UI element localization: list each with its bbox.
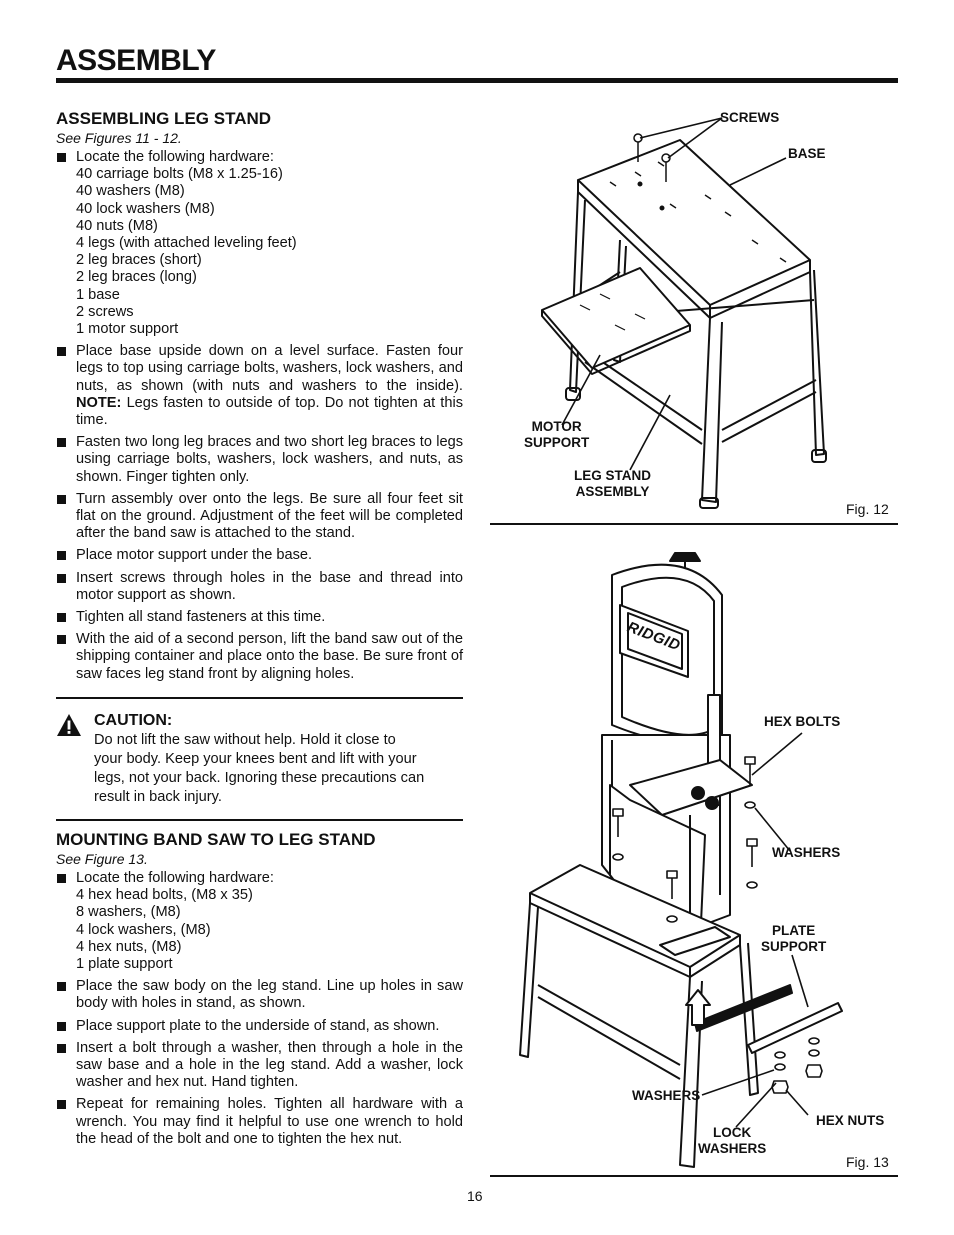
hardware-item: 40 carriage bolts (M8 x 1.25-16) [76, 166, 283, 183]
caution-box: CAUTION: Do not lift the saw without hel… [56, 699, 463, 819]
list-item: With the aid of a second person, lift th… [56, 631, 463, 683]
list-item: Locate the following hardware: 40 carria… [56, 149, 463, 338]
step-text: Place base upside down on a level surfac… [76, 343, 463, 394]
callout-motor-support: MOTOR SUPPORT [524, 419, 590, 450]
hardware-item: 4 hex head bolts, (M8 x 35) [76, 887, 253, 904]
hardware-intro: Locate the following hardware: [76, 869, 274, 886]
hardware-item: 40 nuts (M8) [76, 217, 158, 234]
fig12-label: Fig. 12 [846, 501, 889, 517]
page-title: ASSEMBLY [56, 44, 216, 77]
callout-washers-bottom: WASHERS [632, 1088, 701, 1103]
hardware-item: 40 lock washers (M8) [76, 200, 215, 217]
left-column: ASSEMBLING LEG STAND See Figures 11 - 12… [56, 108, 463, 1153]
mounting-steps: Locate the following hardware: 4 hex hea… [56, 870, 463, 1148]
callout-lock-washers: LOCK WASHERS [698, 1125, 767, 1156]
list-item: Place base upside down on a level surfac… [56, 343, 463, 429]
note-text: Legs fasten to outside of top. Do not ti… [76, 394, 463, 429]
mounting-heading: MOUNTING BAND SAW TO LEG STAND [56, 829, 376, 849]
callout-hex-nuts: HEX NUTS [816, 1113, 885, 1128]
callout-plate-support: PLATE SUPPORT [761, 923, 827, 954]
fig12-leg-stand-illustration [541, 117, 827, 509]
list-item: Turn assembly over onto the legs. Be sur… [56, 491, 463, 543]
caution-top-rule [56, 696, 463, 699]
leg-stand-steps: Locate the following hardware: 40 carria… [56, 149, 463, 683]
callout-hex-bolts: HEX BOLTS [764, 714, 841, 729]
hardware-item: 2 screws [76, 303, 134, 320]
list-item: Repeat for remaining holes. Tighten all … [56, 1096, 463, 1148]
fig13-label: Fig. 13 [846, 1154, 889, 1170]
list-item: Insert screws through holes in the base … [56, 570, 463, 604]
hardware-item: 2 leg braces (long) [76, 269, 197, 286]
hardware-item: 1 base [76, 286, 120, 303]
hardware-item: 40 washers (M8) [76, 183, 185, 200]
list-item: Insert a bolt through a washer, then thr… [56, 1040, 463, 1092]
hardware-item: 1 plate support [76, 955, 173, 972]
list-item: Locate the following hardware: 4 hex hea… [56, 870, 463, 973]
list-item: Fasten two long leg braces and two short… [56, 434, 463, 486]
mounting-see-figure: See Figure 13. [56, 850, 148, 867]
list-item: Place support plate to the underside of … [56, 1018, 463, 1035]
hardware-item: 2 leg braces (short) [76, 252, 202, 269]
callout-leg-stand-assembly: LEG STAND ASSEMBLY [574, 468, 651, 499]
fig12-rule [490, 523, 898, 525]
warning-triangle-icon [57, 713, 81, 736]
list-item: Place motor support under the base. [56, 547, 463, 564]
callout-base: BASE [788, 146, 826, 161]
hardware-item: 4 lock washers, (M8) [76, 921, 211, 938]
fig13-band-saw-illustration [519, 552, 843, 1168]
hardware-item: 8 washers, (M8) [76, 904, 181, 921]
title-rule [56, 78, 898, 83]
fig13-rule [490, 1175, 898, 1177]
note-label: NOTE: [76, 394, 122, 411]
leg-stand-see-figures: See Figures 11 - 12. [56, 130, 182, 146]
leg-stand-heading: ASSEMBLING LEG STAND [56, 109, 272, 128]
page-number: 16 [467, 1188, 483, 1204]
callout-screws: SCREWS [720, 110, 780, 125]
caution-bottom-rule [56, 818, 463, 821]
hardware-item: 1 motor support [76, 321, 179, 338]
hardware-item: 4 legs (with attached leveling feet) [76, 235, 297, 252]
hardware-item: 4 hex nuts, (M8) [76, 938, 182, 955]
hardware-intro: Locate the following hardware: [76, 149, 274, 165]
list-item: Place the saw body on the leg stand. Lin… [56, 978, 463, 1012]
list-item: Tighten all stand fasteners at this time… [56, 609, 463, 626]
caution-text: Do not lift the saw without help. Hold i… [94, 731, 425, 805]
callout-washers-top: WASHERS [772, 845, 841, 860]
caution-title: CAUTION: [94, 711, 173, 729]
